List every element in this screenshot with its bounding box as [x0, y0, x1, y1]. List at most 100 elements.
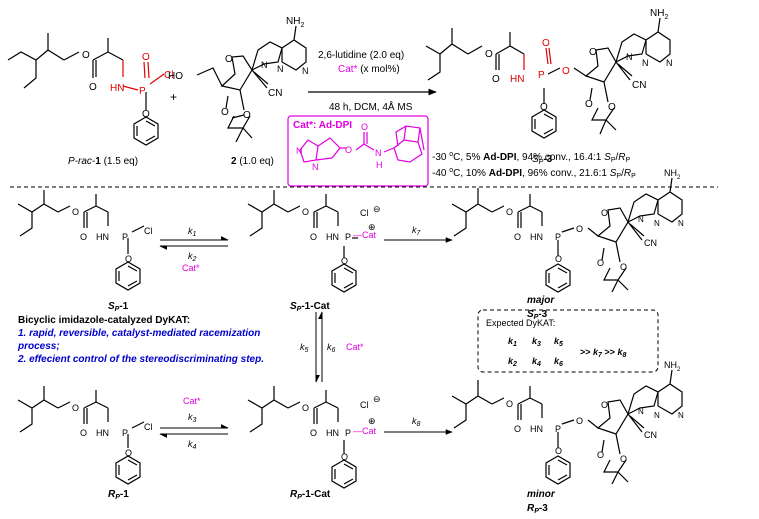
- sp-1-cl: Cl: [144, 226, 153, 236]
- product-cn: CN: [632, 80, 646, 91]
- result-line-1: -30 oC, 5% Ad-DPI, 94% conv., 16.4:1 SP/…: [432, 151, 631, 164]
- minor-word: minor: [527, 489, 556, 500]
- rp-1-cat-hn: HN: [326, 428, 339, 438]
- major-ester-o: O: [506, 207, 513, 217]
- dykat-title: Expected DyKAT:: [486, 318, 555, 328]
- reagent-1-cl: Cl: [164, 70, 173, 81]
- catalyst-n1: N: [296, 146, 303, 156]
- minor-n1: N: [638, 407, 644, 416]
- product-acet-o1: O: [585, 99, 593, 110]
- sp-1-cat-ester-o: O: [302, 207, 309, 217]
- condition-line-1: 2,6-lutidine (2.0 eq): [318, 50, 404, 61]
- minor-p: P: [555, 424, 561, 434]
- reagent-2-ho: HO: [168, 71, 183, 82]
- rp-1-cl: Cl: [144, 422, 153, 432]
- sp-1-cat-ph-o: O: [341, 256, 348, 266]
- ad-dpi-structure: [299, 125, 425, 163]
- k2-label: k2: [188, 251, 197, 263]
- major-acet-o2: O: [620, 262, 627, 272]
- k3-label: k3: [188, 412, 197, 424]
- major-nh2: NH2: [664, 168, 681, 181]
- reagent-2-acetonide-o2: O: [243, 110, 251, 121]
- dykat-k4: k4: [532, 356, 541, 368]
- product-label: SP-3: [532, 154, 553, 166]
- product-n2: N: [642, 58, 649, 68]
- rp-1-cat-ester-o: O: [302, 403, 309, 413]
- condition-line-3: 48 h, DCM, 4Å MS: [329, 100, 413, 113]
- dykat-k2: k2: [508, 356, 517, 368]
- reagent-1-ph-o: O: [142, 109, 150, 120]
- major-hn: HN: [530, 232, 543, 242]
- minor-nh2: NH2: [664, 360, 681, 373]
- minor-cn: CN: [644, 430, 657, 440]
- rp-1-cat-cl-minus: ⊖: [373, 394, 381, 404]
- product-p-oxo: O: [542, 38, 550, 49]
- sp-1-cat-cl-minus: ⊖: [373, 204, 381, 214]
- major-cn: CN: [644, 238, 657, 248]
- minor-p-o: O: [576, 416, 583, 426]
- sp-1-cat-cl: Cl: [360, 208, 369, 218]
- product-p-o: O: [562, 66, 570, 77]
- plus-sign: +: [170, 90, 177, 104]
- catalyst-box: [287, 115, 429, 187]
- product-structure: [425, 17, 671, 139]
- dykat-box: [477, 309, 659, 373]
- catalyst-nh-n: N: [375, 148, 382, 158]
- minor-product-structure: [451, 369, 683, 485]
- notes-heading: Bicyclic imidazole-catalyzed DyKAT:: [18, 315, 190, 326]
- rp-1-p: P: [122, 428, 128, 438]
- condition-line-2: Cat* (x mol%): [338, 64, 400, 75]
- result-line-2: -40 oC, 10% Ad-DPI, 96% conv., 21.6:1 SP…: [432, 167, 636, 180]
- reagent-1-po: O: [142, 52, 150, 63]
- k7-label: k7: [412, 225, 422, 237]
- reagent-1-p: P: [139, 86, 146, 97]
- reagent-2-cn: CN: [268, 88, 282, 99]
- k6-label: k6: [327, 342, 336, 354]
- k5-label: k5: [300, 342, 309, 354]
- major-ph-o: O: [555, 254, 562, 264]
- sp-1-cat-hn: HN: [326, 232, 339, 242]
- rp-1-cat-cat: —Cat: [353, 426, 377, 436]
- major-ring-o: O: [601, 208, 608, 218]
- product-acet-o2: O: [608, 102, 616, 113]
- catalyst-o1: O: [345, 145, 352, 155]
- sp-1-label: SP-1: [108, 301, 129, 313]
- cat-label-k2: Cat*: [182, 263, 200, 273]
- catalyst-o2: O: [361, 122, 368, 132]
- sp-1-p: P: [122, 232, 128, 242]
- minor-acet-o1: O: [597, 450, 604, 460]
- rp-1-ph-o: O: [125, 448, 132, 458]
- dykat-k5: k5: [554, 336, 563, 348]
- rp-1-cat-p: P: [345, 428, 351, 438]
- product-n1: N: [626, 52, 633, 62]
- rp-1-ester-o: O: [72, 403, 79, 413]
- dykat-k6: k6: [554, 356, 563, 368]
- notes-line-3: 2. effecient control of the stereodiscri…: [17, 354, 264, 365]
- dykat-k3: k3: [532, 336, 541, 348]
- rp-1-cat-carbonyl-o: O: [310, 428, 317, 438]
- sp-1-cat-p: P: [345, 232, 351, 242]
- k1-label: k1: [188, 226, 197, 238]
- reagent-2-ring-o: O: [225, 54, 233, 65]
- sp-1-hn: HN: [96, 232, 109, 242]
- rp-1-hn: HN: [96, 428, 109, 438]
- minor-label: RP-3: [527, 503, 548, 515]
- minor-hn: HN: [530, 424, 543, 434]
- major-word: major: [527, 295, 555, 306]
- reagent-2-nh2: NH2: [286, 16, 304, 29]
- rp-1-cat-label: RP-1-Cat: [290, 489, 331, 501]
- sp-1-structure: [17, 190, 145, 291]
- cat-label-k3: Cat*: [183, 396, 201, 406]
- sp-1-cat-cat-plus: ⊕: [368, 222, 376, 232]
- major-label: SP-3: [527, 309, 548, 321]
- minor-ester-o: O: [506, 399, 513, 409]
- reagent-2-structure: [196, 25, 307, 143]
- major-carbonyl-o: O: [514, 232, 521, 242]
- rp-1-label: RP-1: [108, 489, 129, 501]
- rp-1-cat-ph-o: O: [341, 452, 348, 462]
- sp-1-carbonyl-o: O: [80, 232, 87, 242]
- k4-label: k4: [188, 439, 197, 451]
- product-carbonyl-o: O: [492, 74, 500, 85]
- product-n3: N: [666, 58, 673, 68]
